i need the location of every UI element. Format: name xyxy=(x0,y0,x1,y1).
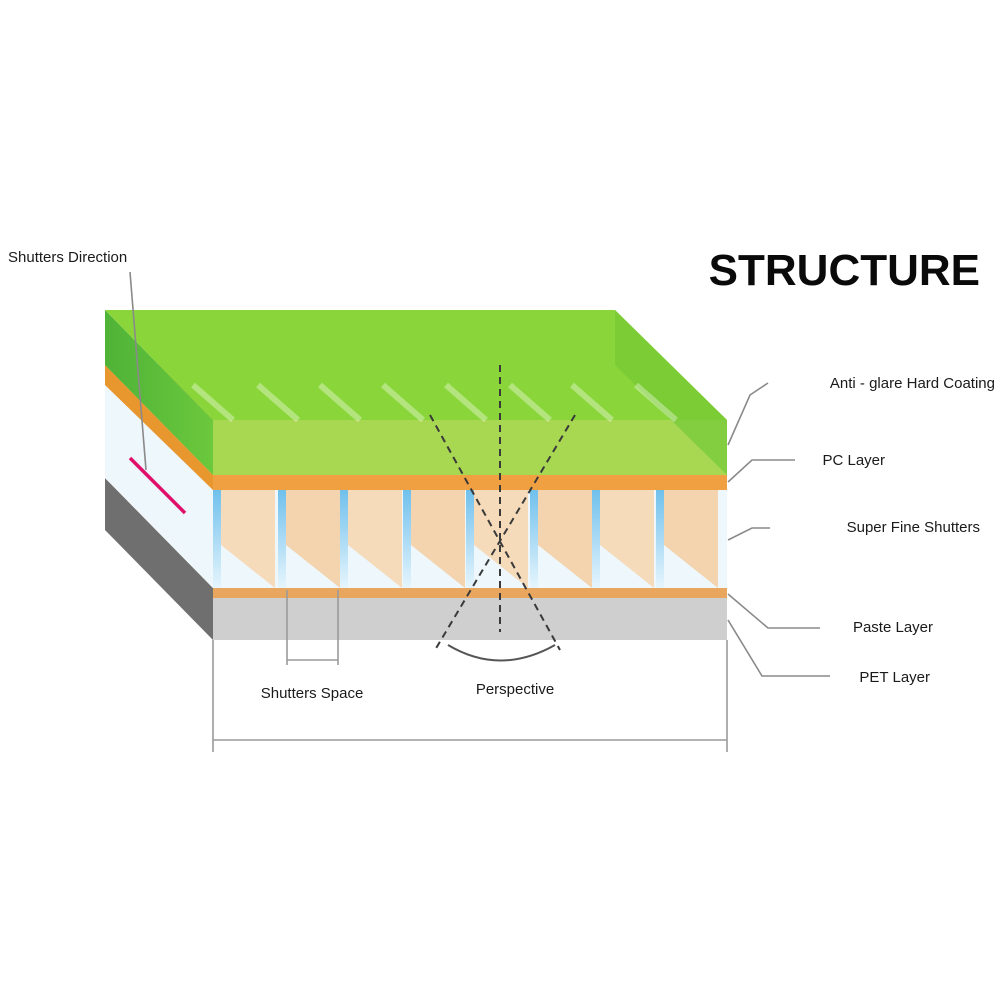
shutter-ghost-lines xyxy=(191,382,678,423)
pet-layer-leader xyxy=(727,619,830,677)
shutter-strip xyxy=(403,490,411,588)
coating-front xyxy=(213,420,727,475)
super-fine-shutters-label: Super Fine Shutters xyxy=(847,519,980,536)
paste-layer-label: Paste Layer xyxy=(853,619,933,636)
shutter-face xyxy=(600,490,654,588)
anti-glare-label: Anti - glare Hard Coating xyxy=(830,375,995,392)
shutter-face xyxy=(286,490,340,588)
pc-layer-label: PC Layer xyxy=(822,452,885,469)
perspective-arc xyxy=(447,644,556,662)
coating-top xyxy=(105,310,727,420)
shutter-ghost-line xyxy=(381,382,425,423)
perspective-label: Perspective xyxy=(476,681,554,698)
shutter-ghost-line xyxy=(444,382,488,423)
pc-layer-front xyxy=(213,475,727,490)
coating-side xyxy=(105,310,213,475)
perspective-diagonal-right xyxy=(434,414,576,651)
shutter-strip xyxy=(213,490,221,588)
shutter-ghost-line xyxy=(191,382,235,423)
pet-layer-label: PET Layer xyxy=(859,669,930,686)
super-fine-shutters xyxy=(213,490,664,588)
super-fine-shutters-leader xyxy=(727,527,770,541)
paste-layer-leader xyxy=(727,593,820,629)
anti-glare-leader xyxy=(727,382,769,446)
shutter-ghost-line xyxy=(570,382,614,423)
pet-layer-side xyxy=(105,478,213,640)
overall-width-dimension xyxy=(212,640,728,752)
shutter-strip xyxy=(466,490,474,588)
title: STRUCTURE xyxy=(709,246,980,295)
shutter-face xyxy=(538,490,592,588)
shutter-ghost-line xyxy=(508,382,552,423)
shutter-strip xyxy=(530,490,538,588)
shutter-face xyxy=(664,490,718,588)
shutter-strip xyxy=(278,490,286,588)
shutter-strip xyxy=(340,490,348,588)
shutter-ghost-line xyxy=(256,382,300,423)
shutter-face xyxy=(348,490,402,588)
shutters-direction-leader xyxy=(129,271,147,471)
coating-right xyxy=(615,310,727,475)
pet-layer-front xyxy=(213,597,727,640)
perspective-diagonal-left xyxy=(429,414,561,651)
pc-layer-leader xyxy=(727,459,795,483)
shutter-ghost-line xyxy=(318,382,362,423)
shutter-ghost-line xyxy=(634,382,678,423)
pc-layer-side xyxy=(105,365,213,490)
anti-glare-coating xyxy=(105,310,727,475)
pet-layer xyxy=(105,478,727,640)
shutters-direction-label: Shutters Direction xyxy=(8,249,127,266)
shutter-face xyxy=(411,490,465,588)
shutters-space-label: Shutters Space xyxy=(261,685,364,702)
shutters-space-dimension xyxy=(286,590,339,665)
shutter-strip xyxy=(592,490,600,588)
shutter-strip xyxy=(656,490,664,588)
shutter-face xyxy=(221,490,275,588)
shutter-faces xyxy=(221,490,718,588)
perspective-lines xyxy=(429,365,576,662)
shutters-direction-marker xyxy=(128,456,187,515)
